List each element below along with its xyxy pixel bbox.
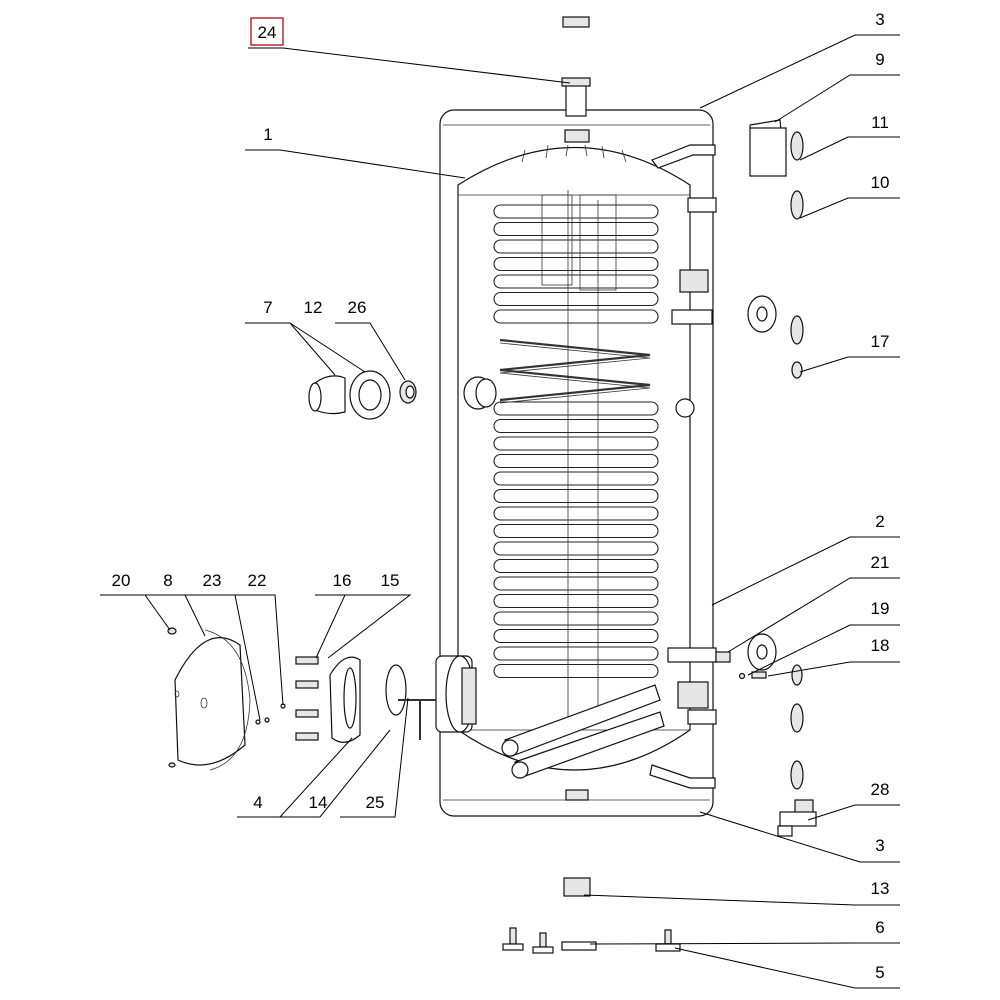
coil-turn: [493, 418, 659, 434]
label-21: 21: [871, 553, 890, 572]
label-22: 22: [248, 571, 267, 590]
label-24: 24: [258, 23, 277, 42]
sensor-tubes: [541, 190, 617, 720]
label-6: 6: [875, 918, 884, 937]
top-sensors: [521, 144, 627, 163]
part-20-screw: [167, 627, 177, 768]
part-21-nipple: [715, 651, 731, 663]
part-6-feet: [502, 927, 681, 954]
bottom-drain: [565, 789, 589, 801]
part-8-flange-cover: [174, 629, 251, 771]
part-7-cap: [308, 375, 346, 415]
label-10: 10: [871, 173, 890, 192]
label-14: 14: [309, 793, 328, 812]
right-connections: [649, 144, 717, 789]
top-plug: [562, 16, 590, 28]
coil-turn: [493, 523, 659, 539]
coil-zigzag: [499, 338, 651, 404]
part-28-drain-valve: [777, 799, 817, 837]
part-16-bolts: [295, 656, 319, 741]
label-8: 8: [163, 571, 172, 590]
label-17: 17: [871, 332, 890, 351]
part-26-plug: [399, 380, 417, 404]
label-3-bottom: 3: [875, 836, 884, 855]
tank-flange: [435, 655, 477, 733]
coil-turn: [493, 239, 659, 254]
coil-turn: [493, 401, 659, 416]
coil-turn: [493, 453, 659, 469]
label-11: 11: [871, 113, 889, 132]
part-25-anode: [385, 664, 436, 740]
part-18-19: [738, 671, 767, 680]
label-26: 26: [348, 298, 367, 317]
label-28: 28: [871, 780, 890, 799]
coil-turn: [493, 471, 659, 486]
coil-turn: [493, 576, 659, 591]
part-12-gasket: [349, 370, 391, 420]
label-5: 5: [875, 963, 884, 982]
coil-turn: [493, 436, 659, 451]
label-16: 16: [333, 571, 352, 590]
part-22-23-washers: [255, 703, 286, 725]
label-13: 13: [871, 879, 890, 898]
coil-turn: [493, 274, 659, 289]
coil-turn: [493, 558, 659, 574]
coil-turn: [493, 256, 659, 272]
label-12: 12: [304, 298, 323, 317]
plug-fittings-right: [790, 131, 804, 790]
callout-labels: 3 9 11 10 17 1 24 7 12 26 2 21 19 18 28 …: [112, 10, 890, 982]
top-fitting: [561, 77, 591, 143]
coil-turn: [493, 291, 659, 307]
label-23: 23: [203, 571, 222, 590]
label-1: 1: [263, 125, 272, 144]
side-sensor-port: [463, 376, 497, 410]
label-9: 9: [875, 50, 884, 69]
label-15: 15: [381, 571, 400, 590]
coil-turn: [493, 488, 659, 504]
part-9-cover: [749, 119, 787, 177]
part-13-foot-cap: [563, 877, 591, 897]
coil-turn: [493, 309, 659, 324]
label-2: 2: [875, 512, 884, 531]
sensor-washers: [747, 295, 777, 671]
coil-turn: [493, 646, 659, 661]
label-4: 4: [253, 793, 262, 812]
coil-turn: [493, 541, 659, 556]
label-19: 19: [871, 599, 890, 618]
coil-turn: [493, 204, 659, 219]
coil-turn: [493, 506, 659, 521]
label-18: 18: [871, 636, 890, 655]
label-3-top: 3: [875, 10, 884, 29]
coil-turn: [493, 221, 659, 237]
label-20: 20: [112, 571, 131, 590]
coil-turn: [493, 611, 659, 626]
coil-turn: [493, 663, 659, 679]
coil-turn: [493, 628, 659, 644]
part-4-flange: [329, 656, 361, 743]
heat-exchanger-coil-upper: [493, 204, 659, 324]
label-24-highlight-box: [250, 17, 284, 46]
heat-exchanger-coil-lower: [493, 401, 659, 679]
label-7: 7: [263, 298, 272, 317]
label-25: 25: [366, 793, 385, 812]
leader-lines: [100, 34, 900, 989]
bottom-return-pipes: [501, 684, 665, 779]
coil-turn: [493, 593, 659, 609]
